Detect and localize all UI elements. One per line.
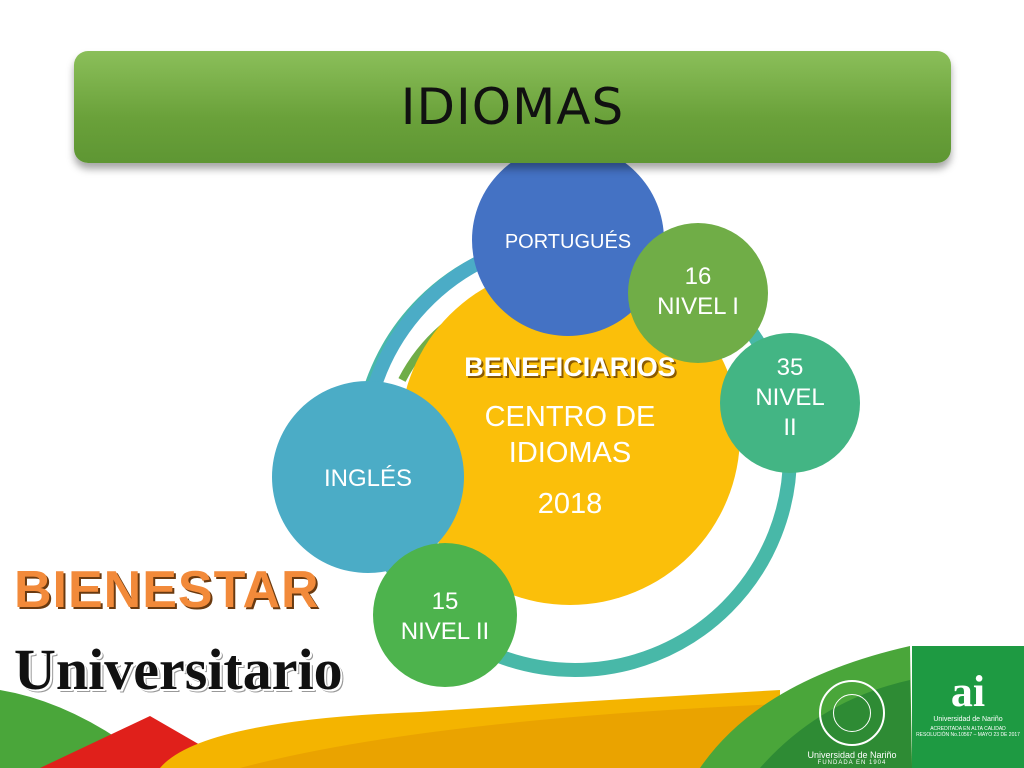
center-body: CENTRO DE IDIOMAS bbox=[440, 399, 700, 472]
center-heading: BENEFICIARIOS bbox=[464, 352, 676, 382]
center-line2: IDIOMAS bbox=[508, 437, 632, 470]
node-15-label: 15 NIVEL II bbox=[375, 587, 515, 647]
udenar-name: Universidad de Nariño bbox=[807, 750, 897, 760]
ai-resolution: RESOLUCIÓN No.10567 – MAYO 23 DE 2017 bbox=[916, 732, 1020, 738]
center-text: BENEFICIARIOS CENTRO DE IDIOMAS 2018 bbox=[440, 352, 700, 521]
ingles-text: INGLÉS bbox=[323, 465, 413, 492]
node-15-level: NIVEL II bbox=[400, 618, 490, 645]
ai-accredited: ACREDITADA EN ALTA CALIDAD bbox=[930, 726, 1006, 732]
bienestar-text: BIENESTAR bbox=[14, 561, 320, 619]
center-circle bbox=[400, 265, 740, 605]
portugues-text: PORTUGUÉS bbox=[504, 231, 632, 253]
node-16-label: 16 NIVEL I bbox=[630, 262, 766, 322]
university-seal-icon bbox=[819, 680, 885, 746]
title-banner: IDIOMAS bbox=[74, 51, 951, 163]
portugues-label: PORTUGUÉS bbox=[480, 230, 656, 255]
ai-mark: ai bbox=[950, 667, 986, 716]
node-35-level-line2: II bbox=[783, 414, 797, 441]
node-35-level-line1: NIVEL bbox=[755, 384, 825, 411]
node-16-level: NIVEL I bbox=[657, 293, 739, 320]
center-line1: CENTRO DE bbox=[484, 401, 656, 433]
node-16-count: 16 bbox=[684, 263, 712, 290]
universitario-text: Universitario bbox=[14, 637, 343, 702]
accreditation-logo: ai Universidad de Nariño ACREDITADA EN A… bbox=[912, 646, 1024, 768]
node-16-circle bbox=[628, 223, 768, 363]
node-15-count: 15 bbox=[431, 588, 459, 615]
ingles-circle bbox=[272, 381, 464, 573]
node-35-label: 35 NIVEL II bbox=[722, 353, 858, 443]
center-year: 2018 bbox=[537, 487, 603, 520]
page-title: IDIOMAS bbox=[400, 78, 625, 136]
portugues-circle bbox=[472, 144, 664, 336]
orange-swoosh bbox=[240, 704, 780, 768]
udenar-logo: Universidad de Nariño FUNDADA EN 1904 bbox=[800, 680, 904, 766]
seal-shield-icon bbox=[833, 694, 871, 732]
node-15-circle bbox=[373, 543, 517, 687]
ingles-label: INGLÉS bbox=[280, 464, 456, 494]
ai-university: Universidad de Nariño bbox=[933, 716, 1003, 723]
node-35-circle bbox=[720, 333, 860, 473]
outer-ring-blue-arc bbox=[368, 255, 484, 388]
udenar-founded: FUNDADA EN 1904 bbox=[817, 760, 887, 766]
node-35-count: 35 bbox=[776, 354, 804, 381]
